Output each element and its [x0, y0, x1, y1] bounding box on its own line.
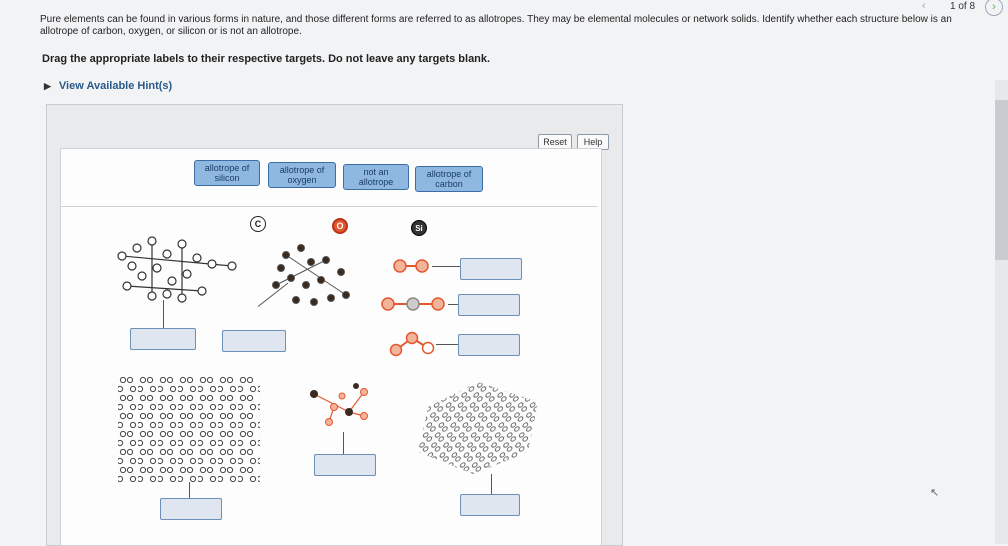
silicon-atom-icon: Si — [411, 220, 427, 236]
connector-line — [491, 474, 492, 494]
drop-target-3[interactable] — [460, 258, 522, 280]
chip-line-2: oxygen — [287, 175, 317, 185]
chip-line-1: allotrope of — [426, 169, 472, 179]
structure-ozone — [389, 331, 435, 357]
mouse-cursor-icon: ↖ — [930, 487, 940, 499]
structure-dark-network — [272, 244, 350, 306]
connector-line — [448, 304, 460, 305]
chip-line-1: allotrope of — [204, 163, 250, 173]
connector-line — [189, 482, 190, 498]
connector-line — [163, 300, 164, 328]
chip-line-2: silicon — [214, 173, 240, 183]
connector-line — [432, 266, 460, 267]
drop-target-4[interactable] — [458, 294, 520, 316]
hints-label: View Available Hint(s) — [58, 80, 173, 92]
label-bank — [60, 148, 598, 207]
structure-3d-network — [418, 382, 538, 474]
chip-line-2: allotrope — [358, 177, 394, 187]
drop-target-6[interactable] — [160, 498, 222, 520]
drop-target-5[interactable] — [458, 334, 520, 356]
previous-question-icon[interactable]: ‹ — [922, 0, 926, 12]
connector-line — [436, 344, 460, 345]
view-hints-link[interactable]: ▶ View Available Hint(s) — [44, 80, 172, 92]
page-counter: 1 of 8 — [950, 1, 976, 12]
structure-small-molecule — [310, 383, 368, 426]
oxygen-atom-icon: O — [332, 218, 348, 234]
chip-line-1: not an — [363, 167, 389, 177]
scrollbar[interactable] — [995, 80, 1008, 544]
expand-triangle-icon: ▶ — [44, 80, 51, 91]
structure-o-chain — [381, 297, 445, 311]
carbon-atom-icon: C — [250, 216, 266, 232]
connector-line — [343, 432, 344, 454]
structure-o2 — [393, 259, 429, 273]
instruction-text: Drag the appropriate labels to their res… — [42, 53, 491, 65]
drop-target-7[interactable] — [314, 454, 376, 476]
question-text: Pure elements can be found in various fo… — [40, 14, 952, 37]
drop-target-2[interactable] — [222, 330, 286, 352]
scrollbar-thumb[interactable] — [995, 100, 1008, 260]
drop-target-8[interactable] — [460, 494, 520, 516]
structure-lattice — [118, 376, 260, 482]
drop-target-1[interactable] — [130, 328, 196, 350]
chip-line-1: allotrope of — [279, 165, 325, 175]
next-question-button[interactable]: › — [985, 0, 1003, 16]
chip-line-2: carbon — [435, 179, 463, 189]
structure-fullerene — [117, 236, 237, 303]
